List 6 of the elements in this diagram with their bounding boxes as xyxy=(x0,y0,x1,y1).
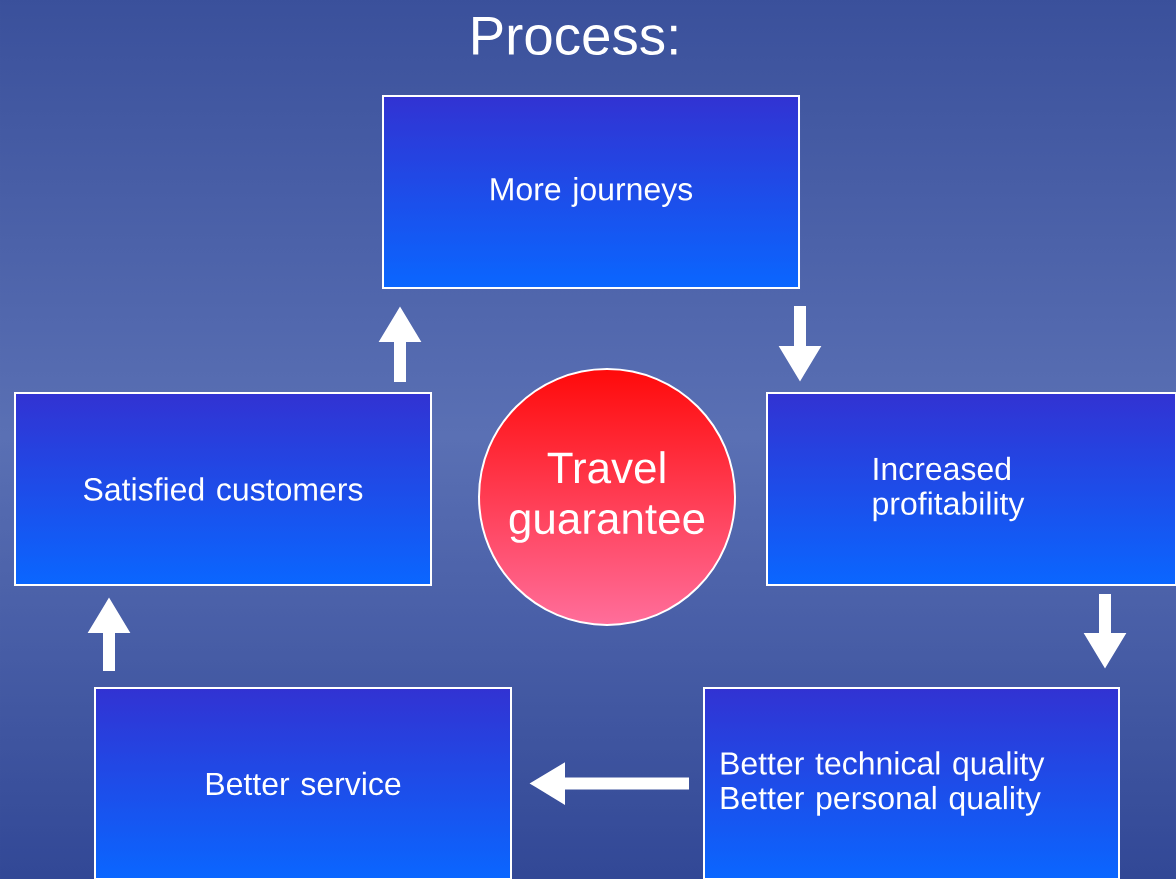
process-box: Better service xyxy=(94,687,512,879)
process-box: Better technical quality Better personal quality xyxy=(703,687,1120,879)
process-box: More journeys xyxy=(382,95,800,289)
process-box: Satisfied customers xyxy=(14,392,432,586)
process-box: Increased profitability xyxy=(766,392,1176,586)
title: Process: xyxy=(473,16,677,56)
